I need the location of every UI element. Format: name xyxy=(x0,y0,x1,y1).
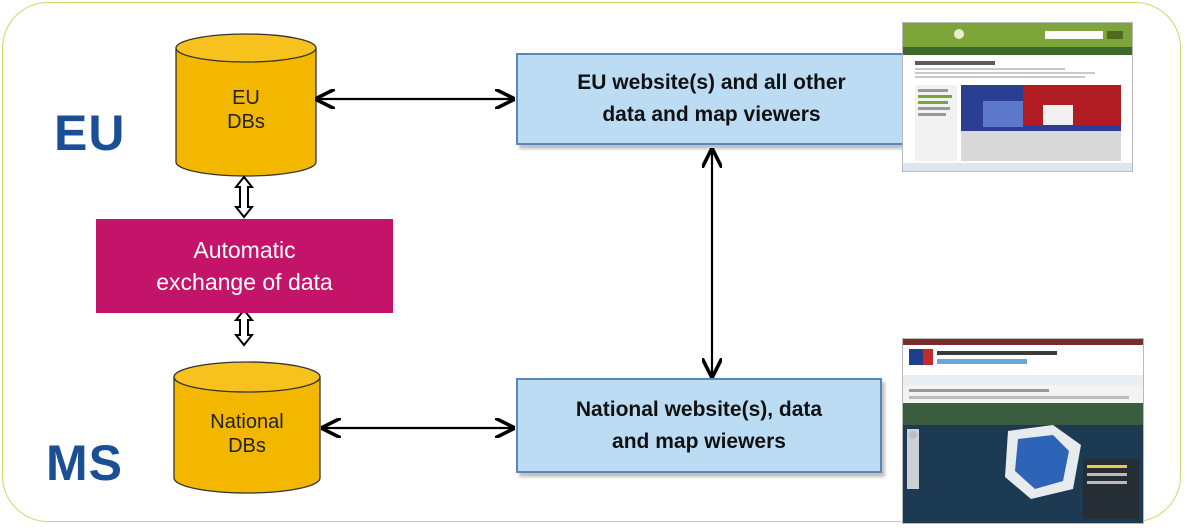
national-website-screenshot-image xyxy=(902,338,1144,524)
eu-website-box: EU website(s) and all other data and map… xyxy=(516,53,907,145)
eu-db-cylinder-icon xyxy=(175,33,317,177)
automatic-exchange-box: Automatic exchange of data xyxy=(96,219,393,313)
eu-db-label: EU DBs xyxy=(227,87,265,133)
national-db-label: National DBs xyxy=(210,411,284,457)
national-website-box: National website(s), data and map wiewer… xyxy=(516,378,882,473)
eu-db-exchange-hollow-arrow xyxy=(233,175,255,219)
national-db-cylinder-icon xyxy=(173,361,321,494)
eu-website-screenshot-image xyxy=(902,22,1133,172)
eu-region-label: EU xyxy=(54,105,126,161)
ms-region-label: MS xyxy=(46,435,123,491)
outer-rounded-frame xyxy=(2,2,1181,522)
national-db-exchange-hollow-arrow xyxy=(233,308,255,347)
